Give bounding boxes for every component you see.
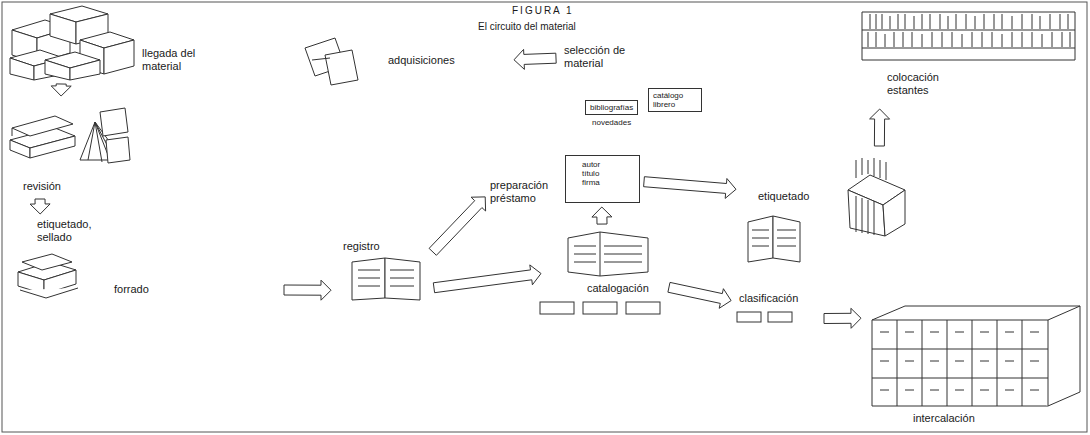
- source-box: autor título firma: [565, 155, 640, 203]
- stage-node: registro: [335, 238, 430, 305]
- flow-arrow: [284, 280, 331, 300]
- books-stack: [18, 254, 78, 298]
- books-stack: [10, 108, 130, 163]
- flow-arrow: [870, 109, 890, 146]
- stage-node: intercalación: [865, 300, 1085, 430]
- boxes-pile: [10, 6, 134, 80]
- stage-label: adquisiciones: [388, 54, 455, 67]
- stage-node: revisión: [5, 100, 145, 195]
- stage-label: autor título firma: [582, 160, 616, 188]
- papers: [305, 38, 358, 85]
- stage-node: clasificación: [735, 290, 820, 328]
- flow-arrow: [433, 265, 541, 293]
- stage-label: revisión: [23, 180, 61, 193]
- source-box: bibliografías: [585, 100, 638, 115]
- stage-label: catalogación: [587, 282, 649, 295]
- figure-title: FIGURA 1: [512, 5, 574, 17]
- stage-label: llegada del material: [142, 47, 204, 72]
- stage-label: bibliografías: [590, 103, 633, 112]
- figure-caption: El circuito del material: [478, 21, 576, 33]
- flow-arrow: [429, 197, 486, 255]
- stage-label: forrado: [114, 283, 149, 296]
- stage-node: catalogación: [545, 228, 665, 318]
- stage-label: colocación estantes: [887, 71, 962, 96]
- flow-arrow: [644, 177, 736, 199]
- stage-node: selección de material: [560, 42, 660, 74]
- stage-label: selección de material: [564, 44, 644, 69]
- open-book: [748, 216, 800, 262]
- flow-arrow: [51, 84, 71, 96]
- flow-arrow: [824, 308, 861, 328]
- stage-node: adquisiciones: [300, 30, 510, 90]
- source-box: catálogo librero: [648, 88, 702, 112]
- stage-node: colocación estantes: [855, 5, 1080, 105]
- slips: [737, 312, 792, 322]
- source-note: novedades: [592, 118, 631, 127]
- stage-node: llegada del material: [5, 5, 206, 80]
- flow-arrow: [514, 49, 556, 69]
- stage-label: clasificación: [739, 292, 798, 305]
- source-note-holder: novedades: [592, 118, 631, 127]
- ledger: [352, 258, 420, 300]
- flow-arrow: [668, 282, 731, 308]
- card-drawer: [540, 232, 660, 314]
- figure-title-holder: FIGURA 1: [512, 5, 574, 17]
- stage-label: intercalación: [913, 412, 975, 425]
- stage-node: etiquetado: [740, 150, 910, 270]
- stage-label: catálogo librero: [653, 91, 697, 109]
- card-cabinet: [872, 306, 1080, 406]
- figure-caption-holder: El circuito del material: [478, 21, 576, 33]
- stage-label: etiquetado, sellado: [37, 218, 112, 243]
- shelves: [862, 12, 1075, 60]
- labelled-book: [848, 158, 905, 236]
- stage-node: preparación préstamo: [488, 178, 562, 210]
- stage-label: registro: [343, 240, 380, 253]
- stage-label: preparación préstamo: [490, 179, 560, 204]
- flow-arrow: [30, 199, 50, 214]
- stage-node: forrado: [110, 278, 280, 302]
- stage-label: etiquetado: [758, 190, 809, 203]
- flow-arrow: [592, 207, 612, 224]
